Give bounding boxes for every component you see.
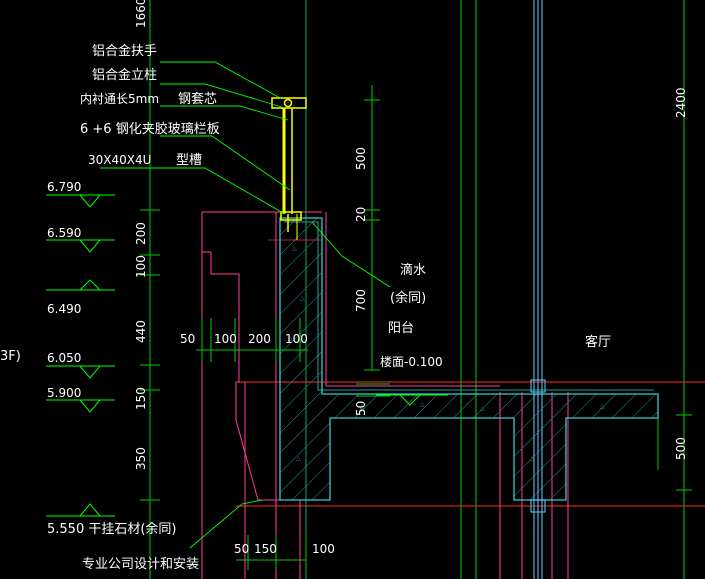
vendor-note-label: 专业公司设计和安装	[82, 557, 199, 572]
dim-label: 1660	[134, 0, 148, 28]
dim-label: 500	[354, 147, 368, 170]
elevation-label: 6.790	[47, 180, 81, 194]
svg-text:△: △	[300, 295, 305, 302]
channel-label: 型槽	[176, 153, 202, 168]
channel-size-label: 30X40X4U	[88, 153, 151, 167]
dim-label: 700	[354, 289, 368, 312]
lining-label: 内衬通长5mm	[80, 92, 159, 106]
svg-text:△: △	[296, 455, 301, 462]
dim-label: 150	[134, 387, 148, 410]
wall-lines	[325, 212, 500, 387]
svg-text:△: △	[600, 403, 605, 410]
svg-text:△: △	[292, 245, 297, 252]
dim-label: 200	[134, 222, 148, 245]
dimension-lines	[140, 99, 692, 570]
balcony-label: 阳台	[388, 321, 414, 336]
dim-label: 100	[285, 332, 308, 346]
dim-label: 500	[674, 437, 688, 460]
dim-label: 100	[312, 542, 335, 556]
concrete-section: △ △ △ △ △ △ △ △ △	[279, 217, 659, 501]
dim-label: 50	[234, 542, 249, 556]
elevation-label: 5.900	[47, 386, 81, 400]
dim-label: 440	[134, 320, 148, 343]
stone-cladding-label: 5.550 干挂石材(余同)	[47, 521, 177, 537]
elevation-label: 6.490	[47, 302, 81, 316]
dim-label: 100	[134, 255, 148, 278]
leader-lines	[100, 61, 391, 549]
drip-note-label: (余同)	[390, 290, 426, 306]
dim-label: 20	[354, 207, 368, 222]
steel-core-label: 钢套芯	[178, 91, 217, 107]
post-label: 铝合金立柱	[92, 67, 157, 83]
svg-text:△: △	[480, 405, 485, 412]
dim-label: 100	[214, 332, 237, 346]
handrail-label: 铝合金扶手	[92, 43, 157, 59]
grid-lines	[149, 0, 685, 579]
living-room-label: 客厅	[585, 334, 611, 350]
svg-text:△: △	[420, 401, 425, 408]
svg-text:△: △	[360, 403, 365, 410]
glass-label: 6 +6 钢化夹胶玻璃栏板	[80, 121, 220, 137]
dim-label: 200	[248, 332, 271, 346]
svg-text:△: △	[288, 335, 293, 342]
dim-label: 150	[254, 542, 277, 556]
elevation-markers	[46, 194, 448, 517]
dim-label: 2400	[674, 87, 688, 118]
dim-label: 350	[134, 447, 148, 470]
dim-label: 50	[180, 332, 195, 346]
floor-partial-label: 3F)	[0, 349, 21, 364]
glass-railing	[271, 97, 307, 240]
window-frame	[530, 0, 546, 579]
elevation-label: 6.050	[47, 351, 81, 365]
elevation-label: 6.590	[47, 226, 81, 240]
dim-label: 50	[354, 401, 368, 416]
drip-label: 滴水	[400, 262, 426, 278]
floor-level-label: 楼面-0.100	[380, 354, 443, 369]
svg-text:△: △	[530, 455, 535, 462]
